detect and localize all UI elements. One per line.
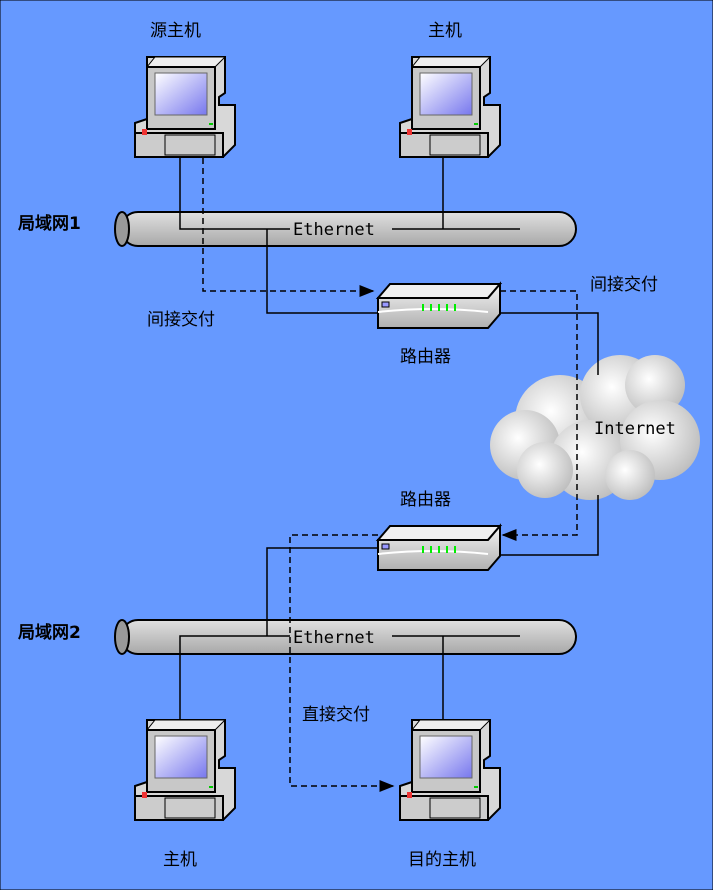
- indirect-delivery-left-label: 间接交付: [147, 310, 215, 330]
- ethernet1-label: Ethernet: [293, 220, 375, 240]
- delivery-paths: [202, 158, 578, 792]
- computer-icon: [134, 719, 236, 821]
- host-top-label: 主机: [428, 21, 462, 41]
- computer-icon: [399, 719, 501, 821]
- ethernet-pipe-lan2: [114, 619, 577, 655]
- source-host-label: 源主机: [150, 21, 201, 41]
- router-icon: [377, 525, 501, 571]
- ethernet-pipe-lan1: [114, 211, 577, 247]
- direct-delivery-label: 直接交付: [302, 705, 370, 725]
- lan2-label: 局域网2: [18, 622, 81, 643]
- router1-label: 路由器: [400, 347, 451, 367]
- ethernet2-label: Ethernet: [293, 628, 375, 648]
- solid-links: [179, 158, 599, 720]
- indirect-delivery-right-label: 间接交付: [590, 275, 658, 295]
- cloud-icon: [490, 355, 700, 500]
- host-bottom-label: 主机: [163, 850, 197, 870]
- computer-icon: [134, 56, 236, 158]
- internet-label: Internet: [594, 419, 676, 439]
- router2-label: 路由器: [400, 490, 451, 510]
- destination-host-label: 目的主机: [408, 850, 476, 870]
- computer-icon: [399, 56, 501, 158]
- lan1-label: 局域网1: [18, 213, 81, 234]
- router-icon: [377, 283, 501, 329]
